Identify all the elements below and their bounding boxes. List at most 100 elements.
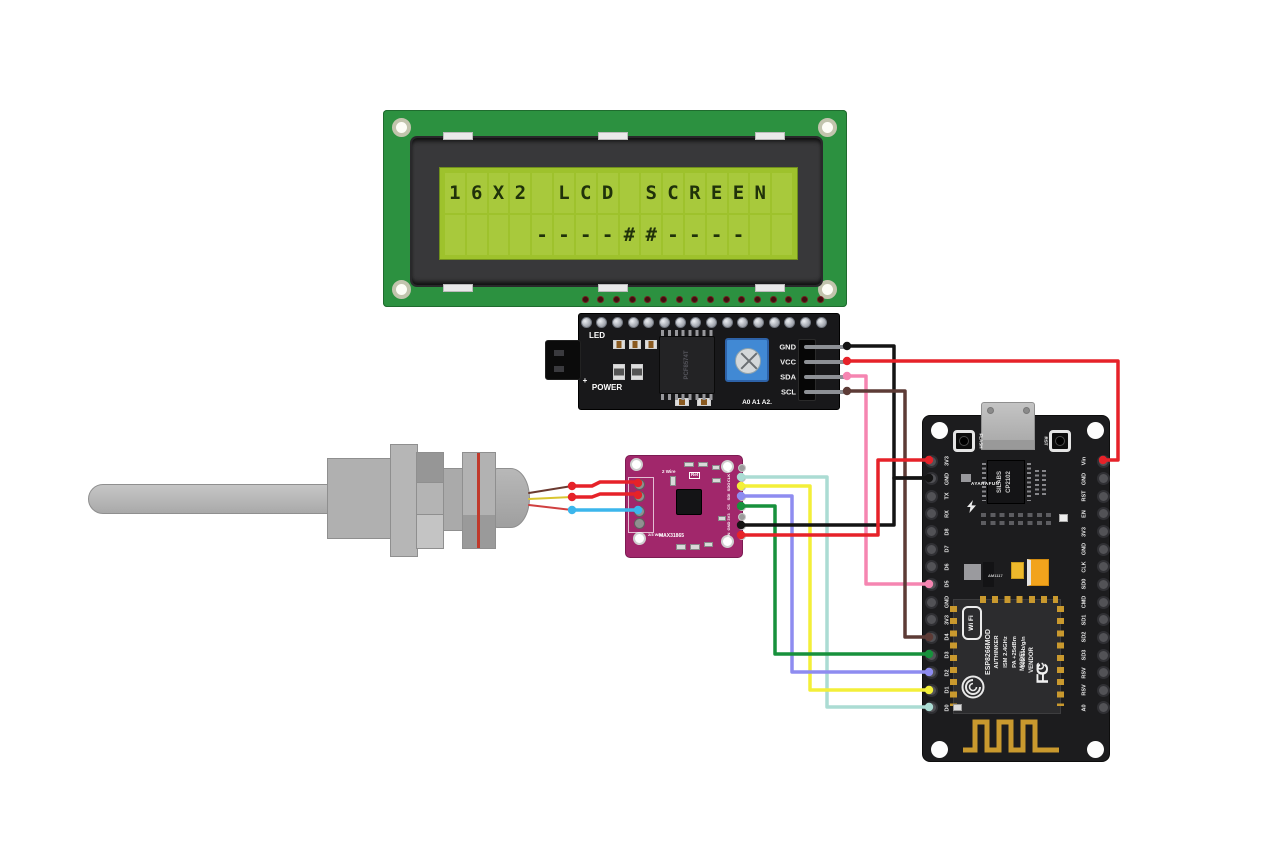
lcd-pin [628, 296, 636, 303]
led-label: LED [589, 331, 605, 340]
lcd-cell: 2 [510, 173, 531, 213]
lcd-cell: - [684, 215, 705, 255]
i2c-header-pin [804, 375, 848, 379]
lcd-cell: L [554, 173, 574, 213]
wire-max-sdi-to-d2 [739, 494, 928, 674]
pin-pad-right-rst-2 [1096, 489, 1110, 503]
rst-button[interactable] [1049, 430, 1071, 452]
pin-pad-right-rsv-12 [1096, 666, 1110, 680]
solder-pad [611, 316, 623, 328]
solder-pad [768, 316, 780, 328]
solder-pad [580, 316, 592, 328]
lcd-pin [738, 296, 746, 303]
solder-pad [721, 316, 733, 328]
lcd-cell: X [488, 173, 509, 213]
pin-pad-left-gnd-8 [924, 595, 938, 609]
max-pin-pad-sdo [738, 483, 746, 492]
mounting-hole [721, 535, 734, 548]
solder-pad [643, 316, 655, 328]
pin-pad-left-d3-11 [924, 648, 938, 662]
probe-red-band [477, 453, 480, 548]
lcd-cell: - [706, 215, 727, 255]
lightning-icon [967, 500, 976, 513]
pin-pad-right-rsv-13 [1096, 683, 1110, 697]
i2c-header-pin [804, 345, 848, 349]
mounting-hole [392, 280, 411, 299]
lcd-cell: E [706, 173, 727, 213]
lcd-pin [691, 296, 699, 303]
lcd-cell [466, 215, 487, 255]
probe-hex-nut [416, 514, 444, 549]
solder-pad [799, 316, 811, 328]
lcd-pin [644, 296, 652, 303]
lcd-pin [785, 296, 793, 303]
pin-pad-left-gnd-1 [924, 472, 938, 486]
lcd-cell: 1 [445, 173, 465, 213]
i2c-pin-label-vcc: VCC [780, 357, 796, 367]
i2c-pin-header [798, 339, 816, 401]
pin-pad-right-gnd-1 [1096, 472, 1110, 486]
smd-component [698, 462, 708, 467]
pin-pad-left-d4-10 [924, 630, 938, 644]
smd-resistor [613, 340, 625, 349]
pcb-antenna [963, 719, 1059, 753]
lcd-pin [800, 296, 808, 303]
smd-component [953, 704, 962, 711]
address-pads-label: A0 A1 A2. [742, 398, 772, 406]
regulator-label: AM1117 [988, 573, 1003, 578]
wire-max-clk-to-d0 [739, 475, 928, 709]
brand-label: AYARAFUN [971, 481, 1000, 486]
pin-pad-left-3v3-0 [924, 454, 938, 468]
lcd-cell: C [663, 173, 683, 213]
lcd-cell: D [597, 173, 618, 213]
solder-pad [658, 316, 670, 328]
lcd-cell [445, 215, 465, 255]
mounting-hole [1087, 422, 1104, 439]
flash-button[interactable] [953, 430, 975, 452]
lcd-pin [597, 296, 605, 303]
pin-pad-right-sd0-7 [1096, 577, 1110, 591]
pin-pad-right-sd3-11 [1096, 648, 1110, 662]
lcd-cell [532, 173, 553, 213]
lcd-cell [510, 215, 531, 255]
nodemcu-esp8266-board: FLASH RST SILABS CP2102 AYARAFUN AM1117 … [922, 402, 1110, 762]
mounting-hole [931, 741, 948, 758]
solder-pad [737, 316, 749, 328]
smd-transistor [961, 474, 971, 482]
wire-backpack-scl-to-d4 [845, 389, 928, 639]
probe-stem [88, 484, 330, 514]
i2c-pin-label-scl: SCL [781, 387, 796, 397]
i2c-header-pin [804, 390, 848, 394]
pin-pad-left-d2-12 [924, 666, 938, 680]
lcd-pin [769, 296, 777, 303]
max-pin-pad-sdi [738, 493, 746, 502]
lcd-cell [488, 215, 509, 255]
i2c-header-pin [804, 360, 848, 364]
pcf8574-chip [659, 336, 715, 394]
pin-pad-left-rx-3 [924, 507, 938, 521]
bezel-tab [443, 284, 473, 292]
pin-pad-right-clk-6 [1096, 560, 1110, 574]
smd-resistor [629, 340, 641, 349]
i2c-pin-label-sda: SDA [780, 372, 796, 382]
pin-pad-left-d6-6 [924, 560, 938, 574]
pin-pad-right-sd2-10 [1096, 630, 1110, 644]
solder-pad [674, 316, 686, 328]
smd-resistor [645, 340, 657, 349]
pin-pad-right-en-3 [1096, 507, 1110, 521]
lcd-cell: 6 [466, 173, 487, 213]
lcd-pin [659, 296, 667, 303]
lcd-cell: - [663, 215, 683, 255]
smd-capacitor [613, 364, 625, 380]
wire-max-sdo-to-d1 [739, 484, 928, 692]
orange-capacitor [1027, 559, 1049, 586]
lcd-cell: C [575, 173, 596, 213]
lcd-cell: S [641, 173, 662, 213]
wire-junction [567, 481, 577, 491]
usb-chip-line: CP2102 [1006, 471, 1012, 493]
part-silk-label: MAX31865 [659, 533, 685, 539]
bezel-tab [598, 284, 628, 292]
rtd-terminal-pad [633, 505, 645, 517]
ic-legs [661, 330, 713, 336]
